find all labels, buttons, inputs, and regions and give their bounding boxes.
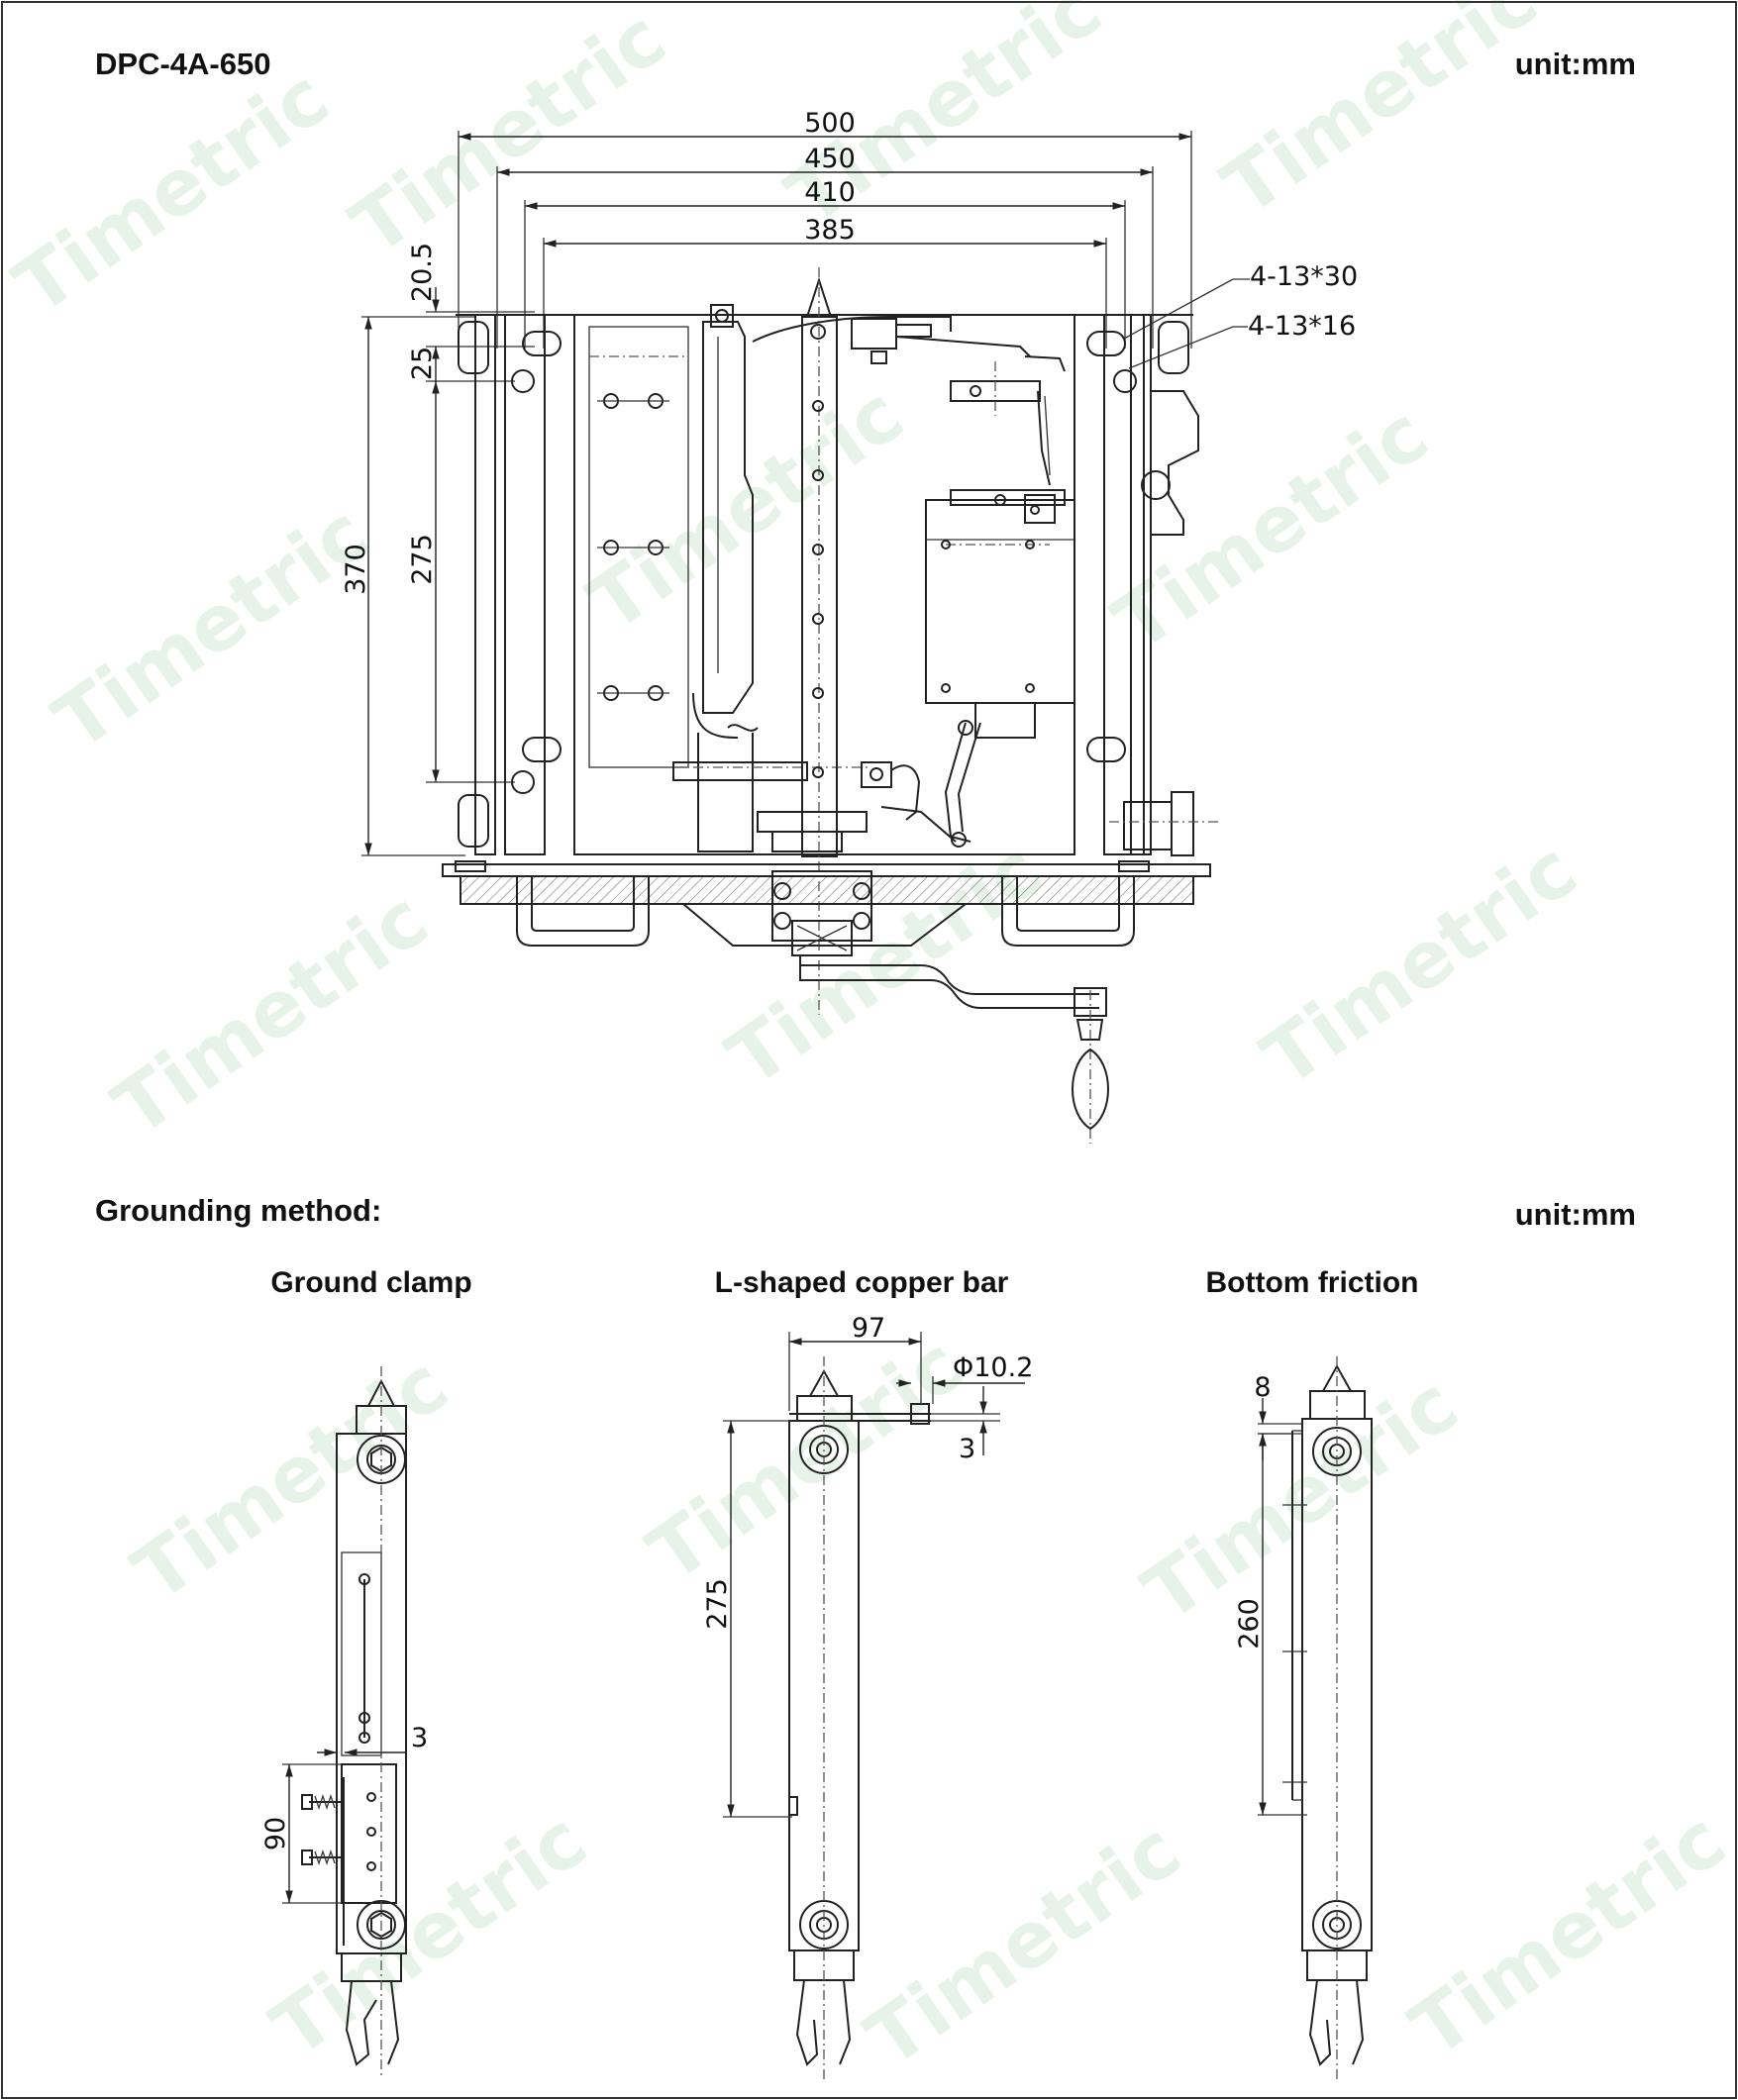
watermark: Timetric: [851, 1806, 1196, 2085]
bottom-friction-view: 8 260: [1234, 1356, 1373, 2079]
actuator-box: [757, 355, 1075, 852]
ground-clamp-view: 90 3: [260, 1366, 428, 2079]
watermark: Timetric: [0, 53, 345, 333]
watermark: Timetric: [633, 1321, 978, 1600]
dim-275: 275: [407, 534, 438, 585]
dim-410: 410: [804, 177, 856, 208]
dim-25: 25: [407, 347, 438, 380]
l-copper-bar-view: 97 Φ10.2 3 275: [702, 1313, 1033, 2079]
ground-clamp-title: Ground clamp: [270, 1266, 471, 1299]
bar-dim-phi: Φ10.2: [953, 1352, 1033, 1383]
lever-mechanism: [672, 304, 871, 852]
chassis-frame: [456, 314, 1218, 856]
dim-385: 385: [804, 215, 856, 246]
clamp-dim-3: 3: [411, 1723, 428, 1753]
model-title: DPC-4A-650: [95, 47, 270, 81]
clamp-dim-90: 90: [260, 1817, 291, 1850]
grounding-unit-label: unit:mm: [1515, 1197, 1636, 1232]
watermark: Timetric: [256, 1796, 602, 2075]
watermark: Timetric: [573, 370, 919, 650]
width-dimensions: 500 450 410 385: [458, 108, 1192, 349]
watermark: Timetric: [1128, 1360, 1474, 1640]
unit-label: unit:mm: [1515, 47, 1636, 81]
watermark: Timetric: [39, 489, 384, 768]
inner-panel-left: [588, 326, 689, 768]
callout-4-13x30: 4-13*30: [1250, 261, 1358, 292]
dim-370: 370: [341, 544, 371, 595]
height-dimensions: 370 275 20.5 25: [341, 243, 535, 856]
dim-450: 450: [804, 144, 856, 174]
bar-dim-3: 3: [959, 1434, 975, 1464]
friction-dim-8: 8: [1254, 1372, 1271, 1403]
watermark: Timetric: [98, 875, 444, 1154]
main-view: 500 450 410 385 370 275: [341, 108, 1358, 1144]
friction-dim-260: 260: [1234, 1598, 1265, 1650]
watermark: Timetric: [1395, 1796, 1738, 2075]
l-copper-bar-title: L-shaped copper bar: [715, 1266, 1009, 1299]
watermark: Timetric: [1207, 0, 1553, 234]
slot-callouts: 4-13*30 4-13*16: [1123, 261, 1358, 369]
dim-20-5: 20.5: [407, 243, 438, 302]
grounding-title: Grounding method:: [95, 1193, 381, 1228]
bar-dim-97: 97: [852, 1313, 885, 1344]
bottom-friction-title: Bottom friction: [1206, 1266, 1419, 1299]
watermark: Timetric: [118, 1341, 463, 1620]
base-assembly: [442, 860, 1211, 1144]
watermark: Timetric: [1247, 826, 1592, 1105]
dim-500: 500: [804, 108, 856, 139]
bar-dim-275: 275: [702, 1578, 733, 1630]
callout-4-13x16: 4-13*16: [1248, 311, 1356, 342]
